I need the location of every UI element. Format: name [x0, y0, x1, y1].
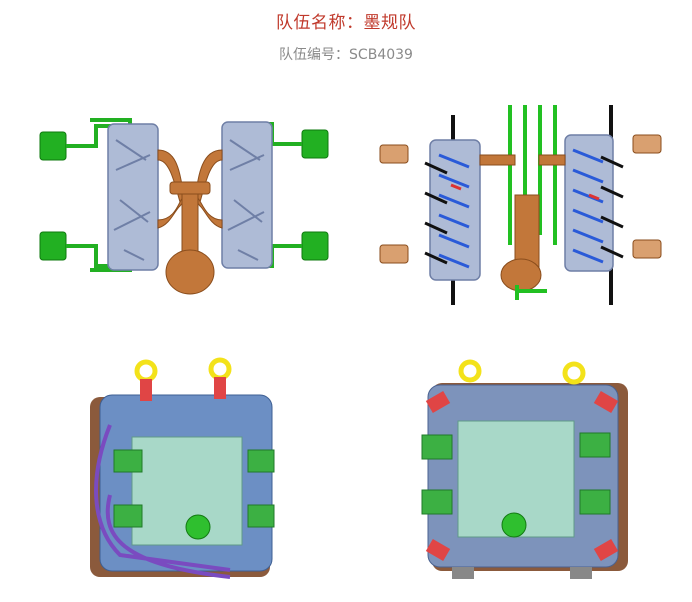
- casting-right: [564, 134, 614, 272]
- mold-assembly-rear-view: [400, 355, 640, 595]
- casting-left: [107, 123, 159, 271]
- sliders: [113, 449, 275, 528]
- team-id-subtitle: 队伍编号：SCB4039: [279, 47, 413, 63]
- runner-system: [157, 149, 223, 295]
- sprue-bushing: [501, 512, 527, 538]
- casting-runner-cooling-view: [30, 110, 340, 310]
- lifting-rings: [458, 359, 586, 385]
- water-hoses: [94, 424, 231, 579]
- team-name-title: 队伍名称：墨规队: [276, 13, 416, 33]
- bottom-feet: [452, 567, 592, 579]
- bottom-cooling-pipe: [515, 285, 547, 300]
- cooling-pins: [424, 148, 624, 269]
- sliders: [421, 432, 611, 515]
- runner-system: [479, 154, 566, 292]
- mold-assembly-front-view: [80, 355, 290, 595]
- lifting-rings: [134, 357, 232, 401]
- side-connectors: [379, 134, 662, 264]
- sprue-bushing: [185, 514, 211, 540]
- corner-guides: [425, 390, 619, 562]
- casting-right: [221, 121, 273, 269]
- casting-cooling-pins-view: [365, 95, 675, 310]
